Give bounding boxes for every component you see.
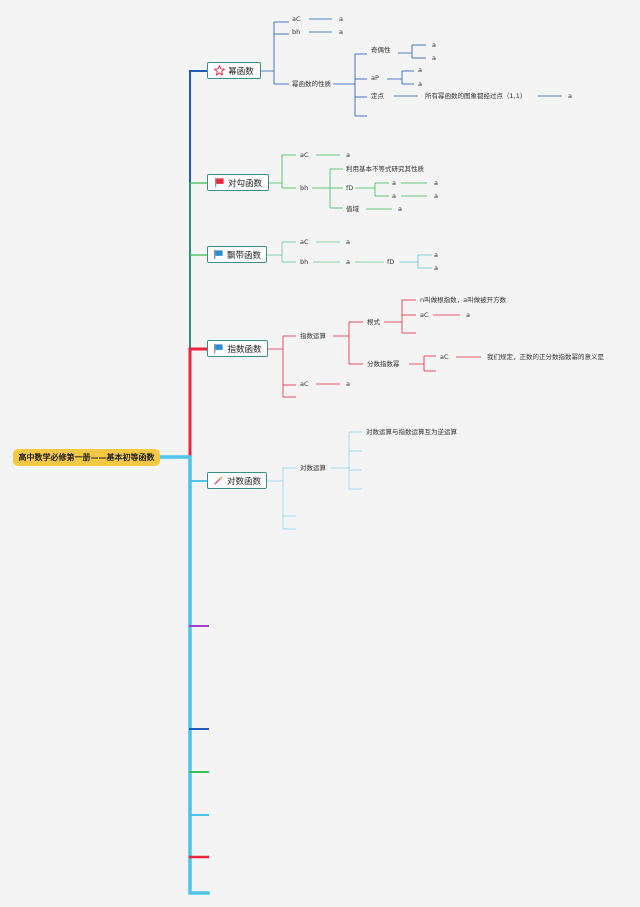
blue-flag-icon (213, 343, 224, 354)
ribbon-bh[interactable]: bh (300, 258, 309, 266)
hook-fd[interactable]: fD (346, 184, 354, 192)
topic-log-label: 对数函数 (226, 476, 261, 487)
ribbon-fd[interactable]: fD (387, 258, 395, 266)
hook-fd-value-2[interactable]: a (392, 192, 396, 200)
power-ac-value[interactable]: a (339, 15, 343, 23)
hook-ac[interactable]: aC (300, 151, 309, 159)
power-parity-value-1[interactable]: a (432, 41, 436, 49)
topic-exp-function[interactable]: 指数函数 (207, 340, 268, 357)
trunk-main (158, 455, 210, 895)
topic-hook-label: 对勾函数 (227, 178, 262, 189)
exp-radical[interactable]: 根式 (367, 318, 380, 326)
exp-fractional-desc[interactable]: 我们规定，正数的正分数指数幂的意义是 (487, 353, 604, 361)
star-outline-icon (214, 65, 226, 76)
blue-flag-icon (213, 249, 224, 260)
exp-operations[interactable]: 指数运算 (300, 332, 326, 340)
topic-power-function[interactable]: 幂函数 (207, 62, 261, 79)
exp-radical-ac[interactable]: aC (420, 311, 429, 319)
trunk-power (159, 70, 208, 458)
log-operations[interactable]: 对数运算 (300, 464, 326, 472)
power-ap-value-2[interactable]: a (418, 80, 422, 88)
root-node[interactable]: 高中数学必修第一册——基本初等函数 (13, 449, 160, 466)
hook-fd-value-1b[interactable]: a (434, 179, 438, 187)
power-fixed-point[interactable]: 定点 (371, 92, 384, 100)
hook-fd-value-1[interactable]: a (392, 179, 396, 187)
topic-power-label: 幂函数 (228, 66, 254, 77)
topic-exp-label: 指数函数 (227, 344, 262, 355)
power-fixed-value[interactable]: a (568, 92, 572, 100)
power-ap[interactable]: aP (371, 74, 379, 82)
power-bh[interactable]: bh (292, 28, 301, 36)
hook-fd-value-2b[interactable]: a (434, 192, 438, 200)
hook-inequality[interactable]: 利用基本不等式研究其性质 (346, 165, 424, 173)
exp-radical-ac-value[interactable]: a (466, 311, 470, 319)
magic-wand-icon (213, 475, 224, 486)
hook-bh[interactable]: bh (300, 184, 309, 192)
ribbon-fd-value-1[interactable]: a (434, 251, 438, 259)
ribbon-ac-value[interactable]: a (346, 238, 350, 246)
exp-ac[interactable]: aC (300, 380, 309, 388)
power-parity-value-2[interactable]: a (432, 54, 436, 62)
ribbon-bh-value[interactable]: a (346, 258, 350, 266)
ribbon-ac[interactable]: aC (300, 238, 309, 246)
power-ap-value-1[interactable]: a (418, 66, 422, 74)
trunk-exp (158, 347, 209, 459)
topic-ribbon-function[interactable]: 飘带函数 (207, 246, 267, 263)
topic-hook-function[interactable]: 对勾函数 (207, 174, 269, 191)
ribbon-fd-value-2[interactable]: a (434, 264, 438, 272)
log-inverse-relation[interactable]: 对数运算与指数运算互为逆运算 (366, 428, 457, 436)
topic-log-function[interactable]: 对数函数 (207, 472, 267, 489)
power-ac[interactable]: aC (292, 15, 301, 23)
red-flag-icon (214, 177, 225, 188)
power-bh-value[interactable]: a (339, 28, 343, 36)
exp-ac-value[interactable]: a (346, 380, 350, 388)
hook-range[interactable]: 值域 (346, 205, 359, 213)
power-fixed-point-desc[interactable]: 所有幂函数的图象都经过点（1,1） (425, 92, 527, 100)
topic-ribbon-label: 飘带函数 (226, 250, 261, 261)
power-parity[interactable]: 奇偶性 (371, 46, 391, 54)
hook-ac-value[interactable]: a (346, 151, 350, 159)
exp-radical-desc[interactable]: n叫做根指数，a叫做被开方数 (420, 296, 507, 304)
hook-range-value[interactable]: a (398, 205, 402, 213)
exp-fractional-power[interactable]: 分数指数幂 (367, 360, 400, 368)
exp-fractional-ac[interactable]: aC (440, 353, 449, 361)
power-properties[interactable]: 幂函数的性质 (292, 80, 331, 88)
